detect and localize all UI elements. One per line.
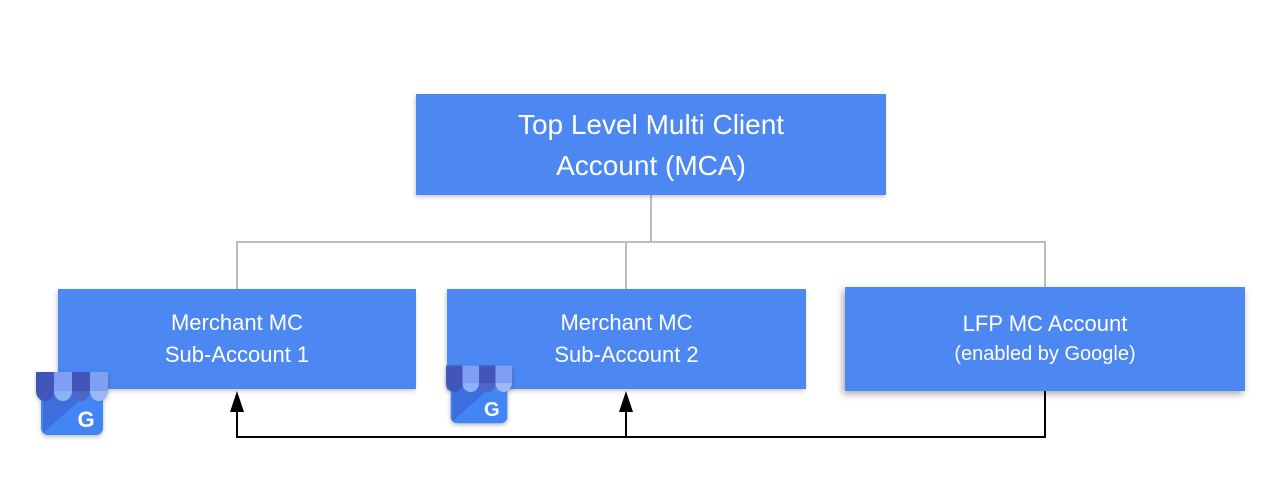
node-label-line1: Top Level Multi Client: [517, 108, 785, 140]
node-label-line1: Merchant MC: [560, 310, 693, 335]
arrowhead-sub1: [230, 391, 244, 412]
node-label-line2: (enabled by Google): [954, 343, 1136, 365]
node-label-line1: LFP MC Account: [962, 311, 1128, 336]
node-label-line1: Merchant MC: [170, 310, 304, 335]
arrowhead-sub2: [619, 391, 633, 412]
node-lfp-mc-account: LFP MC Account (enabled by Google): [845, 287, 1245, 391]
node-label-line2: Account (MCA): [556, 149, 746, 181]
node-top-level-mca: Top Level Multi Client Account (MCA): [416, 94, 886, 195]
node-label-line2: Sub-Account 1: [164, 342, 310, 367]
arrowheads: [230, 391, 633, 412]
lfp-arrow-lines: [236, 391, 1046, 438]
storefront-awning: [36, 372, 108, 401]
storefront-body-shade: [43, 391, 90, 433]
tree-connector-lines: [236, 195, 1046, 289]
storefront-awning: [446, 365, 512, 393]
storefront-body-shade: [452, 382, 496, 422]
google-g-letter: G: [484, 399, 500, 421]
google-g-letter: G: [77, 407, 94, 432]
node-label-line2: Sub-Account 2: [554, 342, 699, 367]
node-merchant-sub-account-1: Merchant MC Sub-Account 1: [58, 289, 416, 389]
google-my-business-icon: G: [446, 365, 512, 424]
google-my-business-icon: G: [36, 372, 108, 435]
